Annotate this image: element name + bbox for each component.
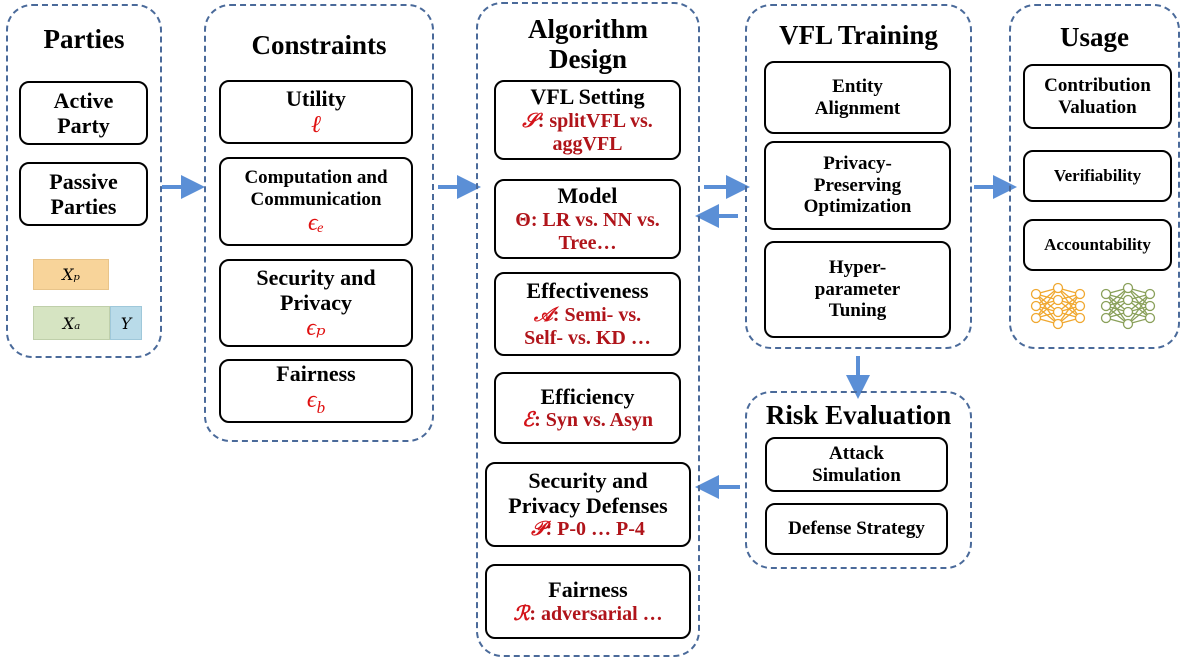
model-text2: Tree… xyxy=(558,231,617,254)
model-label: Model xyxy=(557,183,618,209)
attack-line1: Attack xyxy=(829,442,884,464)
verifiability-label: Verifiability xyxy=(1053,166,1142,186)
hyper-line2: parameter xyxy=(814,278,901,300)
entity-line1: Entity xyxy=(832,75,883,97)
model-box: Model Θ: LR vs. NN vs. Tree… xyxy=(494,179,681,259)
privacy-line2: Preserving xyxy=(813,174,902,196)
utility-box: Utility ℓ xyxy=(219,80,413,144)
active-party-line1: Active xyxy=(53,87,114,113)
fairness-algorithm-text1: : adversarial … xyxy=(529,602,663,625)
risk-evaluation-panel: Risk Evaluation xyxy=(745,391,972,569)
active-party-box: Active Party xyxy=(19,81,148,145)
security-privacy-defenses-box: Security and Privacy Defenses 𝒫: P-0 … P… xyxy=(485,462,691,547)
fairness-algorithm-box: Fairness ℛ: adversarial … xyxy=(485,564,691,639)
algorithm-title: Algorithm Design xyxy=(478,14,698,74)
contribution-line1: Contribution xyxy=(1044,74,1151,96)
computation-symbol: ϵₑ xyxy=(308,210,324,237)
vfl-setting-box: VFL Setting 𝒮: splitVFL vs. aggVFL xyxy=(494,80,681,160)
effectiveness-symbol: 𝒜 xyxy=(533,303,553,326)
passive-parties-line2: Parties xyxy=(50,194,117,219)
parties-panel: Parties xyxy=(6,4,162,358)
accountability-label: Accountability xyxy=(1044,235,1151,255)
defense-strategy-label: Defense Strategy xyxy=(788,518,925,540)
neural-network-orange-icon xyxy=(1030,282,1086,330)
fairness-constraint-box: Fairness ϵb xyxy=(219,359,413,423)
vfl-setting-label: VFL Setting xyxy=(530,84,645,110)
feature-block-xp: Xₚ xyxy=(33,259,109,290)
effectiveness-text1: : Semi- vs. xyxy=(552,303,642,326)
constraints-title: Constraints xyxy=(251,30,387,60)
algorithm-title-line2: Design xyxy=(548,44,627,74)
security-line2: Privacy xyxy=(279,290,353,315)
hyper-line1: Hyper- xyxy=(828,256,887,278)
usage-title: Usage xyxy=(1060,22,1129,52)
computation-line2: Communication xyxy=(250,188,382,210)
defenses-line1: Security and xyxy=(528,467,648,493)
algorithm-title-line1: Algorithm xyxy=(528,14,648,44)
defenses-text1: : P-0 … P-4 xyxy=(545,518,645,541)
constraints-panel: Constraints xyxy=(204,4,434,442)
feature-block-xa: Xₐ xyxy=(33,306,110,340)
efficiency-label: Efficiency xyxy=(540,383,635,409)
verifiability-box: Verifiability xyxy=(1023,150,1172,202)
effectiveness-box: Effectiveness 𝒜: Semi- vs. Self- vs. KD … xyxy=(494,272,681,356)
defense-strategy-box: Defense Strategy xyxy=(765,503,948,555)
utility-symbol: ℓ xyxy=(311,111,321,138)
effectiveness-text2: Self- vs. KD … xyxy=(524,326,651,349)
computation-line1: Computation and xyxy=(244,166,388,188)
vfl-setting-text1: : splitVFL vs. xyxy=(537,109,653,132)
label-block-y: Y xyxy=(110,306,142,340)
defenses-symbol: 𝒫 xyxy=(531,518,546,541)
risk-evaluation-title: Risk Evaluation xyxy=(765,400,952,430)
computation-communication-box: Computation and Communication ϵₑ xyxy=(219,157,413,246)
efficiency-symbol: ℰ xyxy=(521,409,535,432)
privacy-line1: Privacy- xyxy=(823,152,892,174)
fairness-algorithm-label: Fairness xyxy=(548,577,628,603)
parties-title: Parties xyxy=(43,24,125,54)
defenses-line2: Privacy Defenses xyxy=(508,493,668,518)
attack-line2: Simulation xyxy=(812,464,901,486)
vfl-training-panel: VFL Training xyxy=(745,4,972,349)
algorithm-design-panel: Algorithm Design xyxy=(476,2,700,657)
vfl-training-title: VFL Training xyxy=(779,20,938,50)
privacy-line3: Optimization xyxy=(803,196,912,218)
active-party-line2: Party xyxy=(57,113,110,138)
fairness-constraint-label: Fairness xyxy=(276,361,356,387)
model-symbol: Θ xyxy=(515,208,531,231)
hyper-line3: Tuning xyxy=(828,300,887,322)
efficiency-box: Efficiency ℰ: Syn vs. Asyn xyxy=(494,372,681,444)
accountability-box: Accountability xyxy=(1023,219,1172,271)
passive-parties-line1: Passive xyxy=(49,168,118,194)
usage-panel: Usage xyxy=(1009,4,1180,349)
passive-parties-box: Passive Parties xyxy=(19,162,148,226)
entity-line2: Alignment xyxy=(814,97,901,119)
fairness-algorithm-symbol: ℛ xyxy=(513,602,530,625)
efficiency-text1: : Syn vs. Asyn xyxy=(534,409,654,432)
vfl-setting-symbol: 𝒮 xyxy=(522,109,538,132)
utility-label: Utility xyxy=(286,86,346,112)
neural-network-green-icon xyxy=(1100,282,1156,330)
vfl-setting-text2: aggVFL xyxy=(552,132,623,155)
contribution-line2: Valuation xyxy=(1058,96,1137,118)
effectiveness-label: Effectiveness xyxy=(526,278,649,304)
contribution-valuation-box: Contribution Valuation xyxy=(1023,64,1172,129)
security-privacy-constraint-box: Security and Privacy ϵₚ xyxy=(219,259,413,347)
privacy-preserving-optimization-box: Privacy- Preserving Optimization xyxy=(764,141,951,230)
fairness-constraint-symbol: ϵb xyxy=(306,386,326,417)
hyperparameter-tuning-box: Hyper- parameter Tuning xyxy=(764,241,951,338)
security-symbol: ϵₚ xyxy=(306,315,326,342)
entity-alignment-box: Entity Alignment xyxy=(764,61,951,134)
model-text1: : LR vs. NN vs. xyxy=(530,208,660,231)
attack-simulation-box: Attack Simulation xyxy=(765,437,948,492)
security-line1: Security and xyxy=(256,264,376,290)
